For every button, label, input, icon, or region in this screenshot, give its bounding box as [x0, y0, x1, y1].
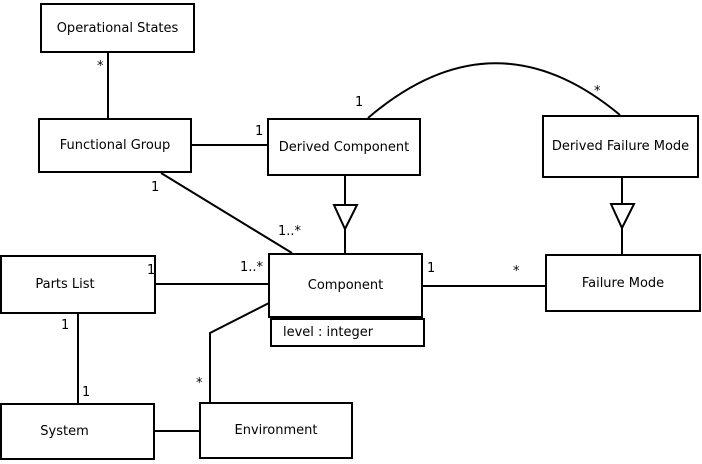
association-line-environment-component [209, 302, 270, 402]
class-box-functional-group: Functional Group [38, 118, 192, 173]
multiplicity-environment-end: * [196, 376, 203, 391]
multiplicity-derived-component-end-fg: 1 [255, 124, 264, 139]
class-box-component-attribute-compartment: level : integer [270, 318, 425, 347]
class-box-environment: Environment [199, 402, 353, 459]
class-box-component-name-compartment: Component [268, 253, 423, 318]
class-name-system: System [40, 424, 89, 439]
class-name-derived-component: Derived Component [278, 139, 410, 155]
multiplicity-component-end-failure-mode: 1 [427, 261, 436, 276]
multiplicity-operational-states-end: * [97, 59, 104, 74]
multiplicity-component-end-fg: 1..* [278, 224, 302, 239]
association-line-functional-group-component [160, 172, 293, 254]
class-box-operational-states: Operational States [40, 3, 195, 53]
class-name-functional-group: Functional Group [59, 138, 171, 153]
multiplicity-failure-mode-end: * [513, 264, 520, 279]
class-name-component: Component [307, 278, 384, 293]
class-name-environment: Environment [234, 423, 318, 438]
multiplicity-functional-group-end: 1 [151, 180, 160, 195]
multiplicity-arc-derived-failure-mode-end: * [594, 84, 601, 99]
class-box-failure-mode: Failure Mode [545, 254, 701, 312]
class-box-derived-component: Derived Component [267, 118, 421, 176]
class-box-parts-list: Parts List [0, 255, 156, 314]
class-box-derived-failure-mode: Derived Failure Mode [542, 115, 699, 178]
multiplicity-arc-derived-component-end: 1 [355, 95, 364, 110]
generalization-triangle-failure-mode [609, 203, 636, 231]
class-name-operational-states: Operational States [56, 20, 179, 36]
multiplicity-parts-list-end-component: 1 [147, 263, 156, 278]
class-name-failure-mode: Failure Mode [581, 275, 665, 291]
class-box-system: System [0, 403, 155, 460]
class-name-derived-failure-mode: Derived Failure Mode [551, 139, 690, 154]
association-arc-derived-component-derived-failure-mode [367, 62, 621, 119]
class-attribute-level: level : integer [283, 325, 374, 340]
multiplicity-system-end: 1 [82, 385, 91, 400]
class-name-parts-list: Parts List [35, 277, 95, 292]
multiplicity-parts-list-end-system: 1 [61, 318, 70, 333]
generalization-triangle-component [332, 204, 359, 232]
multiplicity-component-end-parts-list: 1..* [240, 260, 264, 275]
